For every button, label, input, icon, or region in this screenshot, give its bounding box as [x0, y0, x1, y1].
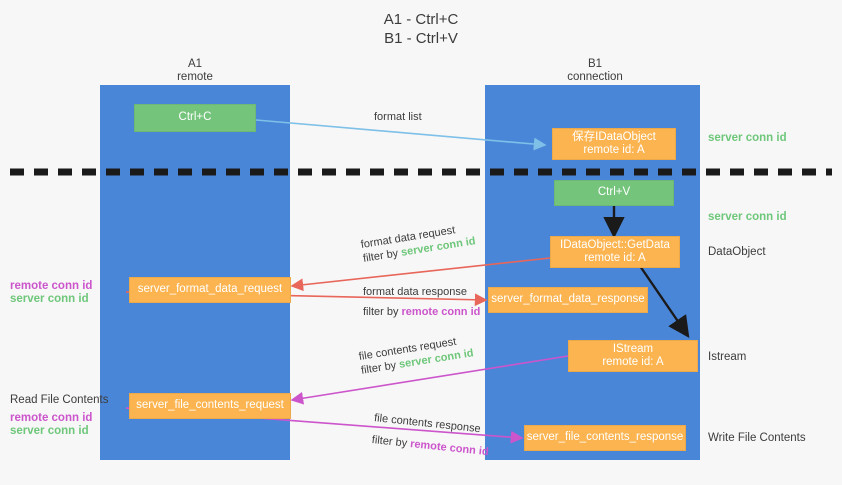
node-idataobject-title: 保存IDataObject	[572, 130, 656, 143]
title-line-2: B1 - Ctrl+V	[384, 30, 458, 47]
right-label-server-conn-id-top: server conn id	[708, 132, 787, 144]
left-label-server-conn-id-1: server conn id	[10, 293, 89, 305]
lane-b1-sub: connection	[567, 71, 623, 83]
title-line-1: A1 - Ctrl+C	[383, 11, 459, 28]
node-ctrl-v-label: Ctrl+V	[597, 186, 631, 199]
node-idataobject[interactable]: 保存IDataObject remote id: A	[552, 128, 676, 160]
edge-label-file-contents-response: file contents response filter by remote …	[371, 411, 491, 459]
node-server-format-data-response-label: server_format_data_response	[491, 293, 645, 306]
edge-label-format-data-response-text: format data response	[363, 286, 467, 298]
node-ctrl-c-label: Ctrl+C	[178, 111, 212, 124]
filter-value-remote-conn-id-2: remote conn id	[409, 437, 490, 459]
node-server-file-contents-request[interactable]: server_file_contents_request	[129, 393, 291, 419]
edge-label-file-contents-request: file contents request filter by server c…	[358, 332, 475, 377]
left-label-remote-conn-id-1: remote conn id	[10, 280, 93, 292]
node-server-format-data-request-label: server_format_data_request	[137, 283, 283, 296]
node-server-format-data-response[interactable]: server_format_data_response	[488, 287, 648, 313]
edge-label-format-data-request: format data request filter by server con…	[360, 220, 477, 265]
node-getdata[interactable]: IDataObject::GetData remote id: A	[550, 236, 680, 268]
left-label-remote-conn-id-2: remote conn id	[10, 412, 93, 424]
lane-a1-name: A1	[187, 58, 203, 70]
left-label-read-file-contents: Read File Contents	[10, 394, 109, 406]
edge-label-format-list: format list	[374, 110, 422, 124]
right-label-dataobject: DataObject	[708, 246, 766, 258]
page-title: A1 - Ctrl+C B1 - Ctrl+V	[0, 10, 842, 48]
edge-label-file-contents-response-filter: filter by remote conn id	[371, 433, 490, 459]
edge-label-format-data-response-filter: filter by remote conn id	[363, 306, 481, 318]
right-label-server-conn-id-mid: server conn id	[708, 211, 787, 223]
node-istream-sub: remote id: A	[602, 356, 664, 368]
lane-header-a1: A1 remote	[135, 58, 255, 84]
edge-label-format-list-text: format list	[374, 111, 422, 123]
node-server-file-contents-response-label: server_file_contents_response	[526, 431, 684, 444]
node-server-file-contents-request-label: server_file_contents_request	[136, 399, 284, 412]
node-getdata-sub: remote id: A	[584, 252, 646, 264]
right-label-istream: Istream	[708, 351, 747, 363]
lane-header-b1: B1 connection	[535, 58, 655, 84]
node-istream-title: IStream	[612, 342, 654, 355]
node-ctrl-v[interactable]: Ctrl+V	[554, 180, 674, 206]
node-getdata-title: IDataObject::GetData	[560, 238, 670, 251]
node-server-file-contents-response[interactable]: server_file_contents_response	[524, 425, 686, 451]
lane-b1-name: B1	[587, 58, 603, 70]
node-idataobject-sub: remote id: A	[583, 144, 645, 156]
edge-label-format-data-response: format data response filter by remote co…	[363, 285, 480, 319]
node-istream[interactable]: IStream remote id: A	[568, 340, 698, 372]
filter-value-remote-conn-id: remote conn id	[401, 306, 481, 318]
node-server-format-data-request[interactable]: server_format_data_request	[129, 277, 291, 303]
edge-label-file-contents-response-text: file contents response	[373, 412, 482, 436]
node-ctrl-c[interactable]: Ctrl+C	[134, 104, 256, 132]
lane-a1-sub: remote	[177, 71, 213, 83]
left-label-server-conn-id-2: server conn id	[10, 425, 89, 437]
right-label-write-file-contents: Write File Contents	[708, 432, 806, 444]
